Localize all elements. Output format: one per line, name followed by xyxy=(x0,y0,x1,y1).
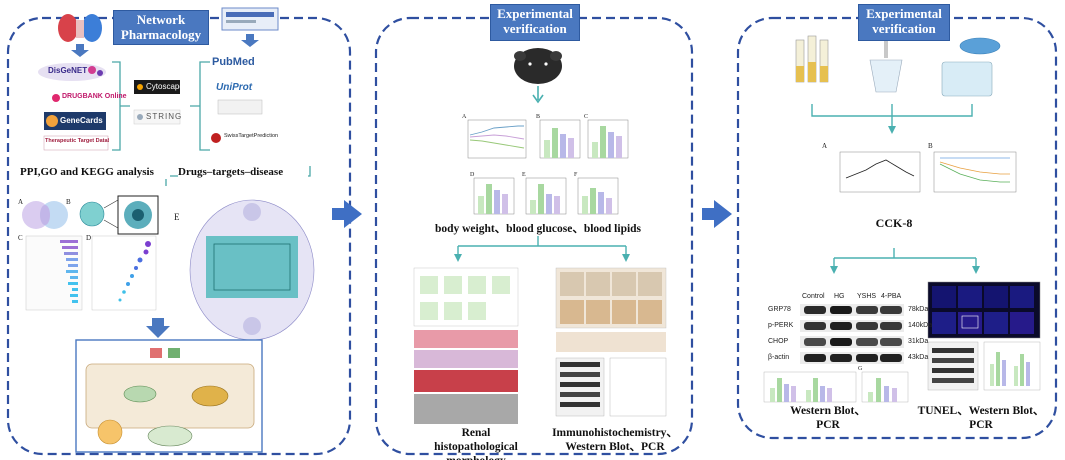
wb-group-control: Control xyxy=(802,293,825,300)
label-tunel-wb-pcr: TUNEL、Western Blot、PCR xyxy=(917,405,1045,431)
panel1-sub-b: B xyxy=(66,198,71,206)
genecards-logo xyxy=(44,112,106,130)
panel2-sub-c: C xyxy=(584,114,588,120)
western-blot-quant-bars xyxy=(763,371,909,403)
panel-2-border xyxy=(374,16,694,456)
branch-arrows-panel2 xyxy=(457,236,627,258)
drug-target-network-e xyxy=(189,199,315,341)
tool-cytoscape: Cytoscape xyxy=(146,82,184,91)
wb-kda-bactin: 43kDa xyxy=(908,354,929,361)
label-body-weight: body weight、blood glucose、blood lipids xyxy=(434,223,642,235)
panel-1-border xyxy=(6,16,352,456)
disgenet-logo xyxy=(38,63,106,81)
herb-box-picture xyxy=(221,7,279,31)
label-renal-histopathology: Renal histopathological morphology xyxy=(434,427,518,460)
panel2-header: Experimental verification xyxy=(490,4,580,41)
db-disgenet: DisGeNET xyxy=(48,66,88,75)
ttd-logo xyxy=(43,135,109,151)
venn-diagram xyxy=(22,201,68,229)
blood-lipid-bar-chart-e xyxy=(525,177,567,215)
branch-arrows-panel3-mid xyxy=(833,248,977,270)
wb-group-yshs: YSHS xyxy=(857,293,877,300)
db-genecards: GeneCards xyxy=(60,116,103,125)
uniprot-logo xyxy=(214,80,264,94)
cytoscape-logo xyxy=(134,80,180,94)
arrowhead-cck xyxy=(888,126,896,134)
arrowhead-wb xyxy=(830,266,838,274)
kidney-picture xyxy=(58,14,102,42)
blood-lipid-bar-chart-d xyxy=(473,177,515,215)
wb-protein-bactin: β-actin xyxy=(768,354,790,361)
wb-kda-grp78: 78kDa xyxy=(908,306,929,313)
cck8-line-chart-a xyxy=(839,151,921,193)
panel1-sub-e: E xyxy=(174,212,180,222)
wb-protein-chop: CHOP xyxy=(768,338,789,345)
panel3-sub-g: G xyxy=(858,366,863,372)
blood-glucose-bar-chart-b xyxy=(539,119,581,159)
arrow-panel2-to-panel3 xyxy=(702,200,732,228)
arrow-panel1-to-panel2 xyxy=(332,200,362,228)
db-drugbank: DRUGBANK Online xyxy=(62,93,127,100)
cell-culture-picture xyxy=(795,26,1001,97)
wb-group-4pba: 4-PBA xyxy=(881,293,902,300)
blood-lipid-bar-chart-c xyxy=(587,119,629,159)
renal-histology-figure xyxy=(413,267,519,424)
panel3-sub-a: A xyxy=(822,142,827,150)
db-ttd: Therapeutic Target Database xyxy=(45,138,109,144)
label-wb-pcr: Western Blot、PCR xyxy=(790,405,866,431)
pathway-diagram xyxy=(75,339,263,453)
blood-lipid-bar-chart-f xyxy=(577,177,619,215)
panel1-header: Network Pharmacology xyxy=(113,10,209,45)
arrowhead-left xyxy=(454,254,462,262)
panel2-sub-b: B xyxy=(536,114,540,120)
cck8-line-chart-b xyxy=(933,151,1017,193)
kegg-bubble-chart-d xyxy=(91,235,157,311)
string-logo xyxy=(133,109,181,125)
ppi-network-b xyxy=(79,195,159,235)
arrow-to-pathway xyxy=(146,318,170,338)
arrow-mouse-down xyxy=(532,86,544,104)
arrow-kidney-down xyxy=(71,44,89,57)
db-pubmed: PubMed xyxy=(212,56,255,68)
wb-kda-chop: 31kDa xyxy=(908,338,929,345)
panel3-sub-b: B xyxy=(928,142,933,150)
tcmsp-logo xyxy=(217,99,263,115)
panel2-sub-e: E xyxy=(522,172,526,178)
bracket-right xyxy=(190,61,210,151)
wb-group-hg: HG xyxy=(834,293,845,300)
arrowhead-right xyxy=(622,254,630,262)
label-ihc-wb-pcr: Immunohistochemistry、Western Blot、PCR xyxy=(552,427,678,453)
db-uniprot: UniProt xyxy=(216,82,253,93)
label-ppi-go-kegg: PPI,GO and KEGG analysis xyxy=(20,165,170,179)
panel1-sub-c: C xyxy=(18,234,23,242)
panel2-sub-d: D xyxy=(470,172,475,178)
wb-protein-grp78: GRP78 xyxy=(768,306,791,313)
mouse-picture xyxy=(514,48,562,84)
bracket-left xyxy=(112,61,130,151)
western-blot-bands xyxy=(800,304,904,364)
panel2-sub-a: A xyxy=(462,114,467,120)
go-bar-chart-c xyxy=(25,235,83,311)
panel-3-border xyxy=(736,16,1058,440)
tunel-fluorescence-figure xyxy=(927,281,1041,391)
label-cck8: CCK-8 xyxy=(875,216,913,230)
wb-kda-pperk: 140kDa xyxy=(908,322,933,329)
panel1-sub-d: D xyxy=(86,234,91,242)
tool-string: STRING xyxy=(146,112,183,121)
panel2-sub-f: F xyxy=(574,172,578,178)
ihc-western-figure xyxy=(555,267,667,417)
drugbank-logo xyxy=(50,92,108,104)
db-swisstarget: SwissTargetPrediction xyxy=(224,133,279,139)
swisstarget-logo xyxy=(211,133,221,143)
arrow-herb-down xyxy=(241,34,259,47)
body-weight-line-chart-a xyxy=(467,119,527,159)
wb-protein-pperk: p-PERK xyxy=(768,322,794,329)
panel3-header: Experimental verification xyxy=(858,4,950,41)
arrowhead-tunel xyxy=(972,266,980,274)
panel1-sub-a: A xyxy=(18,198,23,206)
label-drugs-targets-disease: Drugs–targets–disease xyxy=(178,165,308,179)
